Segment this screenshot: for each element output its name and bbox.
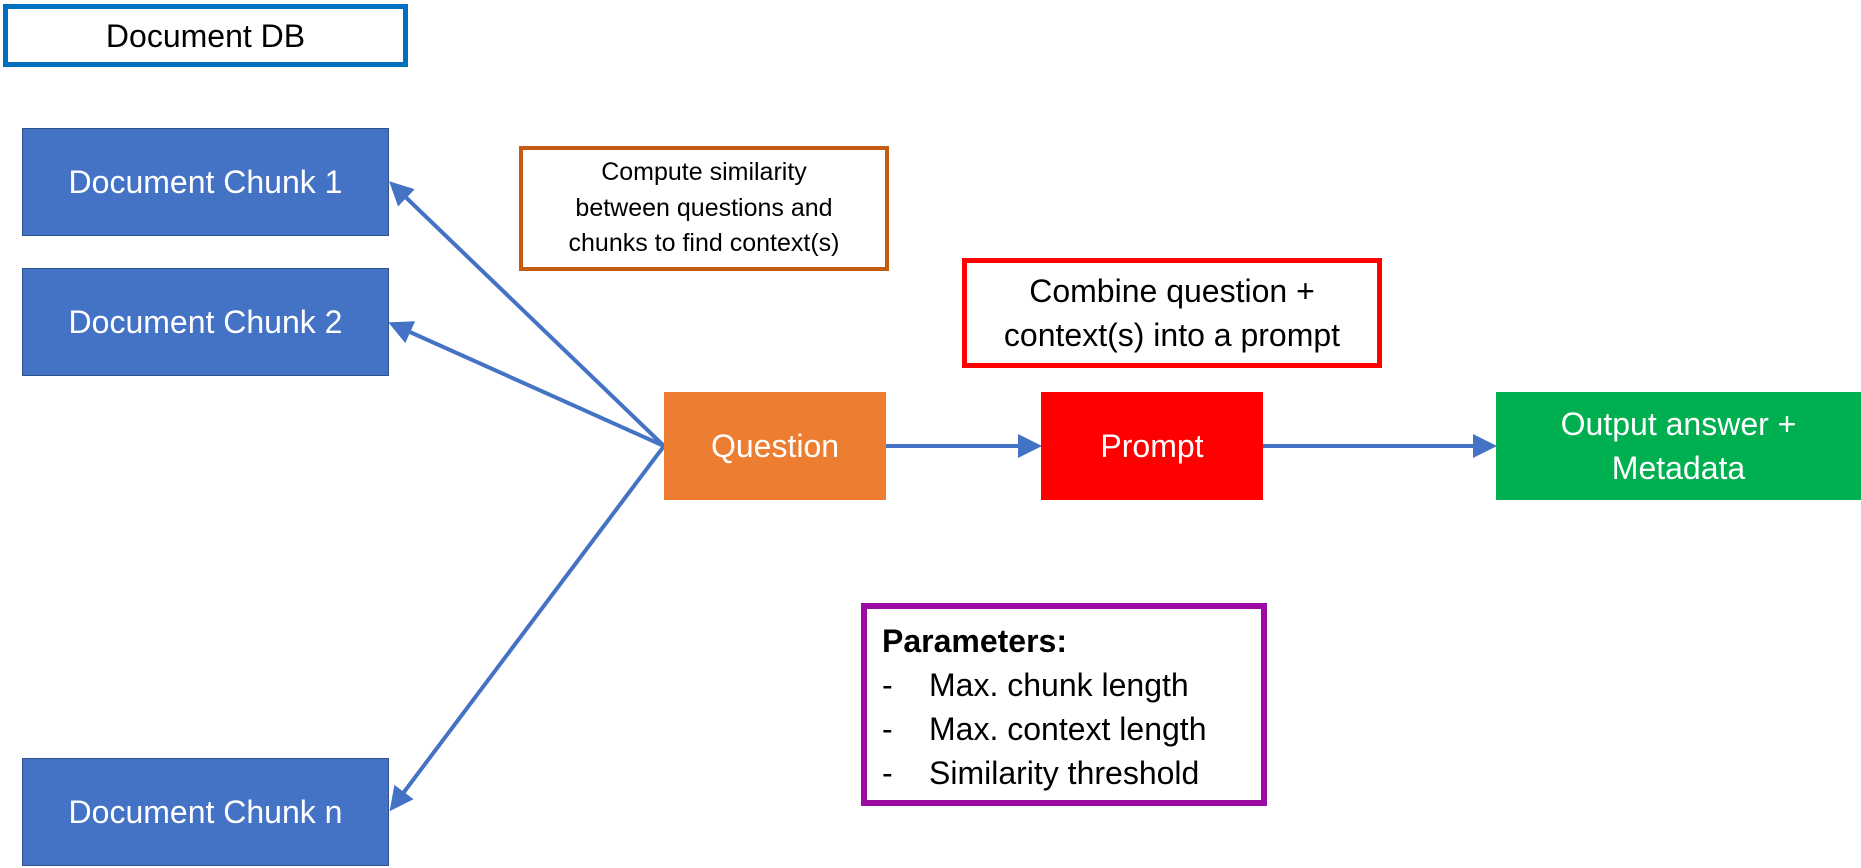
parameter-bullet: - [882, 755, 893, 792]
question-label: Question [710, 428, 840, 464]
document-chunk-1-box: Document Chunk 1 [22, 128, 389, 236]
arrow-question-to-chunk-2 [388, 321, 665, 448]
parameter-bullet: - [882, 711, 893, 748]
document-db-title-text: Document DB [105, 17, 306, 54]
arrow-question-to-chunk-n [389, 444, 666, 812]
output-line-1: Output answer + [1560, 405, 1797, 442]
similarity-note-line-3: chunks to find context(s) [568, 229, 840, 258]
parameter-item-context-length: - Max. context length [882, 707, 1261, 751]
similarity-note-line-1: Compute similarity [601, 158, 807, 187]
document-chunk-n-label: Document Chunk n [68, 794, 343, 830]
document-chunk-2-box: Document Chunk 2 [22, 268, 389, 376]
parameters-heading: Parameters: [882, 623, 1067, 659]
arrow-question-to-chunk-1 [389, 181, 666, 448]
parameter-item-chunk-length: - Max. chunk length [882, 663, 1261, 707]
question-box: Question [664, 392, 886, 500]
combine-note-line-1: Combine question + [1029, 272, 1315, 309]
similarity-note-line-2: between questions and [575, 193, 833, 222]
output-line-2: Metadata [1611, 450, 1746, 486]
parameter-bullet: - [882, 667, 893, 704]
document-chunk-n-box: Document Chunk n [22, 758, 389, 866]
parameter-item-similarity-threshold: - Similarity threshold [882, 751, 1261, 795]
similarity-note-box: Compute similarity between questions and… [519, 146, 889, 271]
prompt-label: Prompt [1100, 428, 1204, 464]
output-box: Output answer + Metadata [1496, 392, 1861, 500]
parameter-label: Max. chunk length [929, 667, 1189, 704]
parameters-box: Parameters: - Max. chunk length - Max. c… [861, 603, 1267, 806]
combine-note-line-2: context(s) into a prompt [1003, 317, 1341, 353]
document-chunk-2-label: Document Chunk 2 [68, 304, 343, 340]
document-chunk-1-label: Document Chunk 1 [68, 164, 343, 200]
prompt-box: Prompt [1041, 392, 1263, 500]
parameter-label: Similarity threshold [929, 755, 1200, 792]
combine-note-box: Combine question + context(s) into a pro… [962, 258, 1382, 368]
document-db-title: Document DB [3, 4, 408, 67]
parameter-label: Max. context length [929, 711, 1207, 748]
